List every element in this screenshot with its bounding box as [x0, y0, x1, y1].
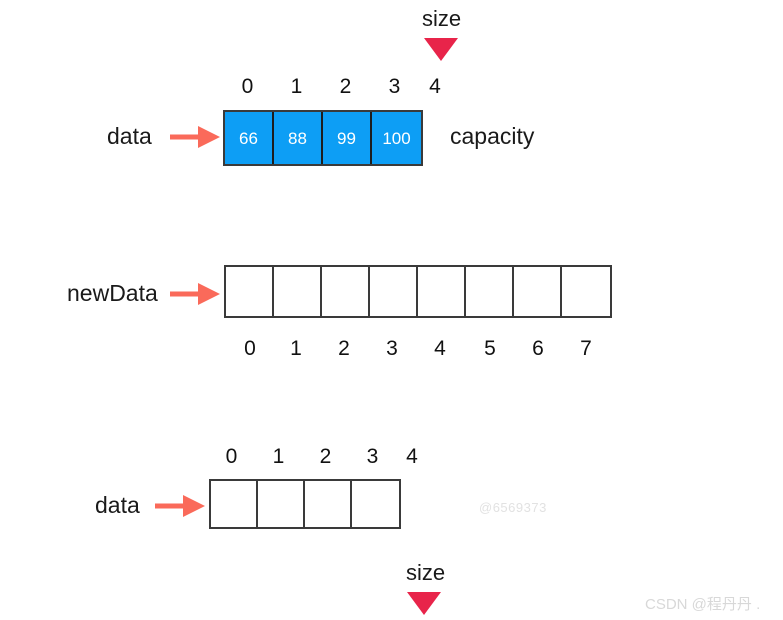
array-cell [211, 481, 258, 527]
top-index-0: 0 [241, 75, 254, 98]
triangle-down-icon [407, 592, 441, 615]
array-cell [562, 267, 610, 316]
capacity-label: capacity [450, 123, 535, 149]
middle-index-7: 7 [580, 337, 592, 360]
array-cell [466, 267, 514, 316]
csdn-watermark: CSDN @程丹丹 . [645, 596, 761, 613]
top-index-1: 1 [290, 75, 303, 98]
array-cell: 100 [372, 112, 421, 164]
array-cell: 88 [274, 112, 323, 164]
middle-index-4: 4 [434, 337, 446, 360]
arrow-right-icon [155, 495, 205, 517]
arrow-right-icon [170, 126, 220, 148]
bottom-pointer-label: data [95, 492, 140, 518]
array-cell [322, 267, 370, 316]
middle-index-5: 5 [484, 337, 496, 360]
middle-index-3: 3 [386, 337, 398, 360]
array-cell [370, 267, 418, 316]
middle-index-0: 0 [244, 337, 256, 360]
array-cell [226, 267, 274, 316]
bottom-index-4: 4 [406, 445, 418, 468]
array-cell [305, 481, 352, 527]
middle-index-2: 2 [338, 337, 350, 360]
top-size-label: size [422, 6, 462, 31]
array-cell [418, 267, 466, 316]
array-cell [514, 267, 562, 316]
data-array-empty [209, 479, 401, 529]
data-array-filled: 66 88 99 100 [223, 110, 423, 166]
array-cell: 99 [323, 112, 372, 164]
arrow-right-icon [170, 283, 220, 305]
middle-pointer-label: newData [67, 280, 158, 306]
faint-id-watermark: @6569373 [479, 500, 547, 515]
middle-index-1: 1 [290, 337, 302, 360]
middle-index-6: 6 [532, 337, 544, 360]
triangle-down-icon [424, 38, 458, 61]
newdata-array-empty [224, 265, 612, 318]
array-cell [258, 481, 305, 527]
top-pointer-label: data [107, 123, 152, 149]
bottom-index-3: 3 [366, 445, 379, 468]
top-index-3: 3 [388, 75, 401, 98]
array-cell [274, 267, 322, 316]
array-cell [352, 481, 399, 527]
top-index-2: 2 [339, 75, 352, 98]
bottom-size-label: size [406, 560, 446, 585]
bottom-index-2: 2 [319, 445, 332, 468]
array-cell: 66 [225, 112, 274, 164]
top-index-4: 4 [429, 75, 441, 98]
bottom-index-1: 1 [272, 445, 285, 468]
bottom-index-0: 0 [225, 445, 238, 468]
